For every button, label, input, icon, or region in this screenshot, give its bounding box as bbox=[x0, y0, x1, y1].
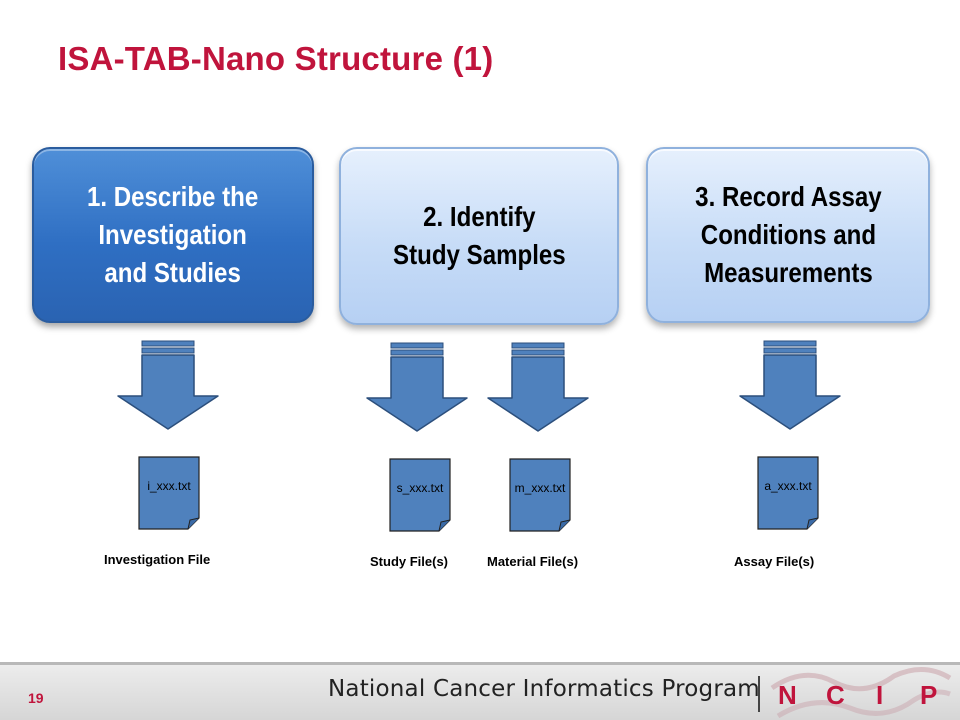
step-record-assay: 3. Record Assay Conditions and Measureme… bbox=[646, 147, 930, 323]
material-file-icon: m_xxx.txt bbox=[509, 458, 571, 532]
investigation-file-label: Investigation File bbox=[104, 552, 211, 567]
assay-file-label: Assay File(s) bbox=[734, 554, 815, 569]
down-arrow-icon bbox=[487, 342, 589, 432]
down-arrow-icon bbox=[739, 340, 841, 430]
step-describe-investigation: 1. Describe the Investigation and Studie… bbox=[32, 147, 314, 323]
footer-bar bbox=[0, 662, 960, 720]
logo-letter-p: P bbox=[920, 680, 937, 710]
logo-letter-i: I bbox=[876, 680, 883, 710]
step-identify-samples: 2. Identify Study Samples bbox=[339, 147, 619, 325]
down-arrow-icon bbox=[366, 342, 468, 432]
investigation-file-icon: i_xxx.txt bbox=[138, 456, 200, 530]
down-arrow-icon bbox=[117, 340, 219, 430]
ncip-logo-icon: N C I P bbox=[770, 667, 952, 719]
file-name: s_xxx.txt bbox=[396, 481, 444, 495]
file-name: a_xxx.txt bbox=[764, 479, 812, 493]
logo-letter-n: N bbox=[778, 680, 797, 710]
study-file-label: Study File(s) bbox=[370, 554, 449, 569]
study-file-icon: s_xxx.txt bbox=[389, 458, 451, 532]
file-name: m_xxx.txt bbox=[514, 481, 566, 495]
step-2-text: 2. Identify Study Samples bbox=[392, 201, 566, 270]
program-name: National Cancer Informatics Program bbox=[328, 676, 760, 702]
material-file-label: Material File(s) bbox=[487, 554, 579, 569]
slide-title: ISA-TAB-Nano Structure (1) bbox=[58, 40, 494, 77]
logo-letter-c: C bbox=[826, 680, 845, 710]
step-1-text: 1. Describe the Investigation and Studie… bbox=[87, 181, 259, 288]
step-3-text: 3. Record Assay Conditions and Measureme… bbox=[694, 181, 882, 288]
file-name: i_xxx.txt bbox=[147, 479, 191, 493]
footer-divider bbox=[758, 676, 760, 712]
slide-number: 19 bbox=[28, 690, 44, 706]
assay-file-icon: a_xxx.txt bbox=[757, 456, 819, 530]
